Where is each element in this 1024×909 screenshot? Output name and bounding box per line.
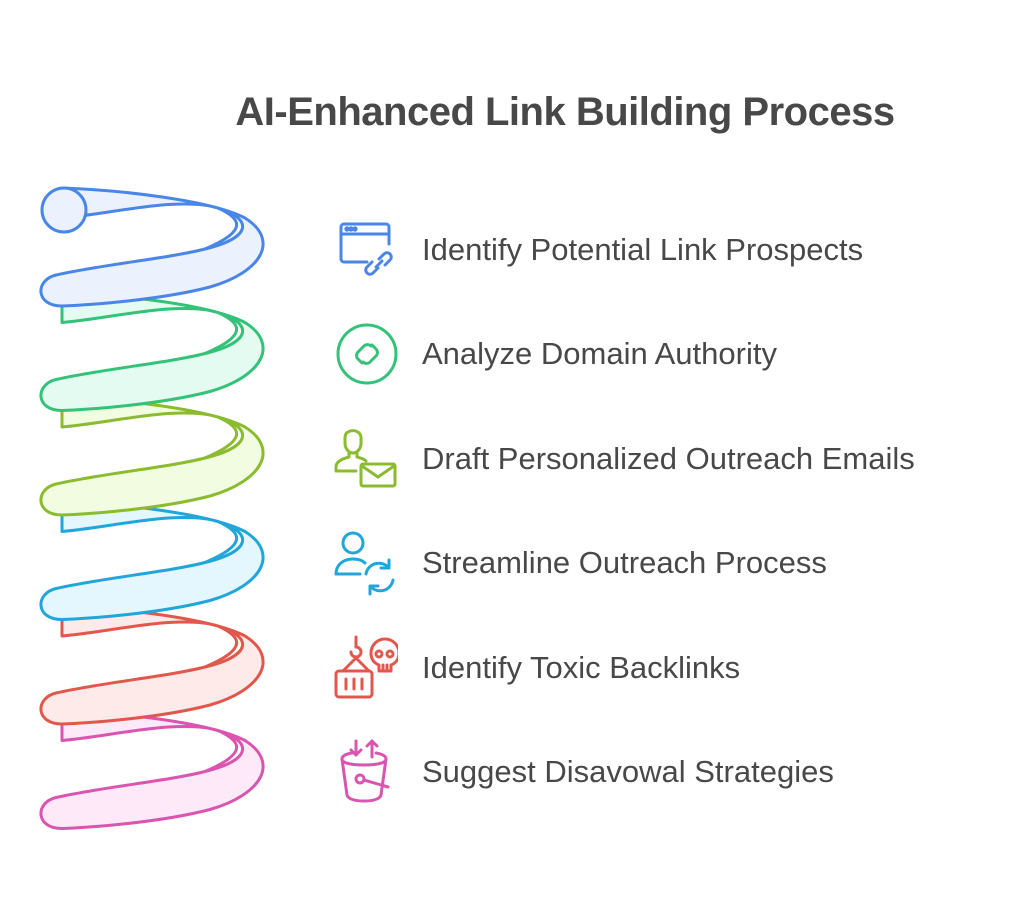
coil-fold xyxy=(204,311,239,355)
coil-band xyxy=(39,709,265,830)
diagram-title: AI-Enhanced Link Building Process xyxy=(235,90,895,134)
coil-band xyxy=(39,604,265,726)
step-6: Suggest Disavowal Strategies xyxy=(332,739,834,805)
coil-fold xyxy=(204,206,239,251)
coil-band xyxy=(39,395,265,517)
coil-fold xyxy=(204,520,239,564)
coil-segment-3 xyxy=(39,395,265,517)
coil-segment-4 xyxy=(39,500,265,621)
coil-segment-2 xyxy=(39,291,265,412)
step-label: Suggest Disavowal Strategies xyxy=(422,754,834,789)
step-label: Streamline Outreach Process xyxy=(422,545,827,580)
user-sync-icon xyxy=(332,530,398,596)
coil-band xyxy=(39,500,265,621)
step-2: Analyze Domain Authority xyxy=(332,322,777,386)
step-label: Identify Toxic Backlinks xyxy=(422,650,741,685)
spiral-coil xyxy=(39,186,265,830)
browser-link-icon xyxy=(332,217,398,283)
step-4: Streamline Outreach Process xyxy=(332,530,827,596)
step-label: Draft Personalized Outreach Emails xyxy=(422,441,915,476)
bucket-arrows-icon xyxy=(332,739,398,805)
coil-top-cap xyxy=(40,186,88,234)
step-5: Identify Toxic Backlinks xyxy=(332,635,741,701)
user-mail-icon xyxy=(332,426,398,492)
step-label: Analyze Domain Authority xyxy=(422,336,777,371)
step-1: Identify Potential Link Prospects xyxy=(332,218,863,282)
circle-link-icon xyxy=(332,321,398,387)
step-3: Draft Personalized Outreach Emails xyxy=(332,427,915,491)
skull-container-icon xyxy=(332,635,398,701)
coil-band xyxy=(39,291,265,412)
coil-segment-6 xyxy=(39,709,265,830)
coil-fold xyxy=(204,415,239,460)
coil-fold xyxy=(204,624,239,669)
step-label: Identify Potential Link Prospects xyxy=(422,232,864,267)
coil-segment-5 xyxy=(39,604,265,726)
coil-fold xyxy=(204,729,239,773)
coil-segment-1 xyxy=(39,186,265,308)
